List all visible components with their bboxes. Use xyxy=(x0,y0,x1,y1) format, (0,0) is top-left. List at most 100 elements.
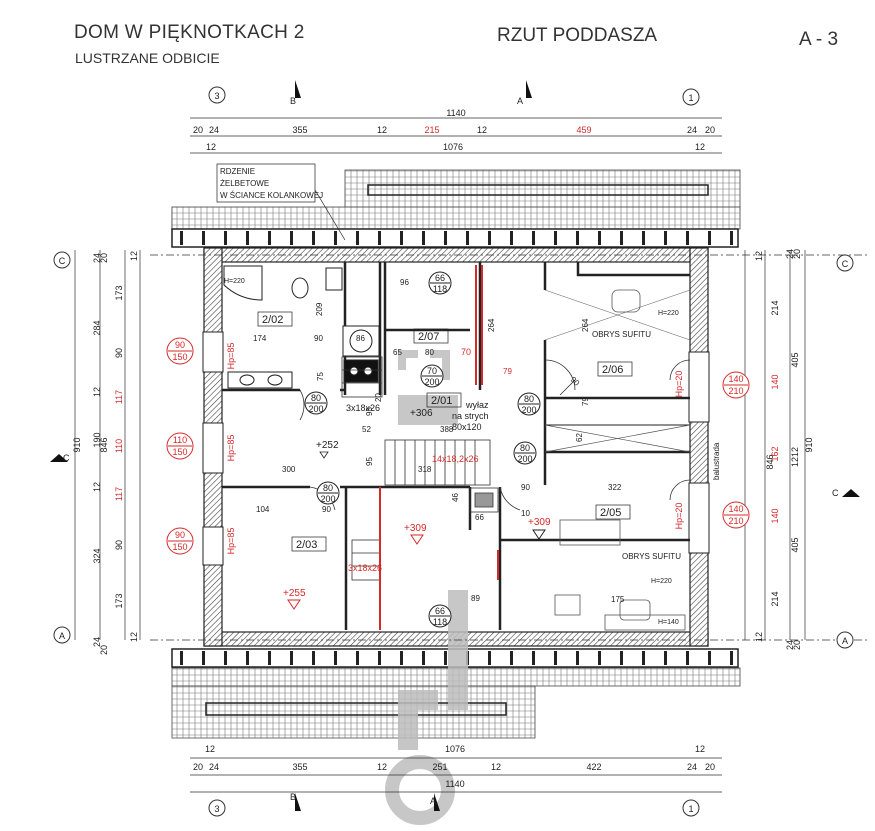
dim-right-20b: 20 xyxy=(792,640,802,650)
door-4-height: 200 xyxy=(521,405,536,415)
note-rdzenie-3: W ŚCIANCE KOLANKOWEJ xyxy=(220,191,323,200)
note-wylaz-1: wyłaz xyxy=(465,400,489,410)
dim-right-12c: 12 xyxy=(790,457,800,467)
dimension-lines xyxy=(74,117,870,793)
dim-322: 322 xyxy=(608,483,622,492)
dim-bottom-total: 1140 xyxy=(445,779,464,789)
dim-left-20a: 20 xyxy=(99,253,109,263)
dim-90-c: 90 xyxy=(569,375,582,388)
dim-left-20b: 20 xyxy=(99,645,109,655)
rafter xyxy=(312,231,315,245)
dim-95-a: 95 xyxy=(365,407,374,416)
dim-264-a: 264 xyxy=(487,318,496,332)
rafter xyxy=(180,231,183,245)
window-3-hp: Hp=85 xyxy=(226,528,236,555)
section-c-left: C xyxy=(63,453,70,463)
rafter xyxy=(620,651,623,665)
door-6-height: 200 xyxy=(320,494,335,504)
dim-top-24a: 24 xyxy=(209,125,219,135)
door-7-height: 118 xyxy=(433,617,447,627)
section-b-top: B xyxy=(290,96,296,106)
door-2-width: 70 xyxy=(427,366,437,376)
dim-bottom-24a: 24 xyxy=(209,762,219,772)
rafter xyxy=(664,651,667,665)
dim-bottom-12b: 12 xyxy=(491,762,501,772)
dim-bottom-inner: 1076 xyxy=(445,744,465,754)
rafter xyxy=(598,231,601,245)
door-6-width: 80 xyxy=(323,483,333,493)
note-stair-small: 3x18x26 xyxy=(346,403,380,413)
dim-20: 20 xyxy=(374,393,383,402)
rafter xyxy=(356,651,359,665)
door-1-width: 66 xyxy=(435,273,445,283)
dim-bottom-20b: 20 xyxy=(705,762,715,772)
dim-52: 52 xyxy=(362,425,371,434)
roof-covering xyxy=(171,169,741,739)
rafter xyxy=(180,651,183,665)
exterior-walls xyxy=(203,247,709,647)
rafter xyxy=(642,651,645,665)
note-rdzenie-2: ŻELBETOWE xyxy=(220,179,269,188)
room-2-05: 2/05 xyxy=(600,507,621,519)
dim-right-24b: 24 xyxy=(785,640,795,650)
door-2-height: 200 xyxy=(424,377,439,387)
dim-79: 79 xyxy=(581,397,590,406)
window-3-height: 150 xyxy=(172,542,187,552)
dim-left-110: 110 xyxy=(114,439,124,453)
dim-left-24b: 24 xyxy=(92,637,102,647)
dim-209: 209 xyxy=(315,302,324,316)
rafter xyxy=(224,651,227,665)
dim-top-20b: 20 xyxy=(705,125,715,135)
dim-left-12b: 12 xyxy=(92,387,102,397)
door-5-height: 200 xyxy=(517,454,532,464)
level-309-a: +309 xyxy=(404,523,427,534)
note-h220-r205: H=220 xyxy=(651,578,672,585)
dim-top-215: 215 xyxy=(424,125,439,135)
dim-bottom-355: 355 xyxy=(292,762,307,772)
room-2-01: 2/01 xyxy=(431,395,452,407)
dim-10: 10 xyxy=(521,509,530,518)
dim-90-d: 90 xyxy=(521,483,530,492)
axis-a-left: A xyxy=(59,631,65,641)
rafter xyxy=(532,231,535,245)
rafter xyxy=(444,231,447,245)
dim-left-117b: 117 xyxy=(114,487,124,501)
dim-right-910: 910 xyxy=(804,437,814,452)
dim-left-90a: 90 xyxy=(114,348,124,358)
drawing-title: DOM W PIĘKNOTKACH 2 xyxy=(74,22,305,43)
door-4-width: 80 xyxy=(524,394,534,404)
rafter xyxy=(620,231,623,245)
note-wylaz-3: 80x120 xyxy=(452,422,482,432)
note-stair-main: 14x18,2x26 xyxy=(432,454,479,464)
note-wylaz-2: na strych xyxy=(452,411,489,421)
rafter xyxy=(598,651,601,665)
dim-right-140b: 140 xyxy=(770,508,780,523)
dim-46: 46 xyxy=(451,493,460,502)
rafter xyxy=(554,651,557,665)
door-70-label: 70 xyxy=(461,347,471,357)
dim-left-173b: 173 xyxy=(114,593,124,608)
dim-bottom-422: 422 xyxy=(586,762,601,772)
dim-89: 89 xyxy=(471,594,480,603)
dim-bottom-20a: 20 xyxy=(193,762,203,772)
rafter xyxy=(378,651,381,665)
dim-bottom-12a: 12 xyxy=(377,762,387,772)
rafter xyxy=(246,231,249,245)
level-309-b: +309 xyxy=(528,517,551,528)
view-name: RZUT PODDASZA xyxy=(497,25,658,46)
dim-top-12d: 12 xyxy=(695,142,705,152)
dim-top-12a: 12 xyxy=(377,125,387,135)
rafter xyxy=(488,231,491,245)
dim-175: 175 xyxy=(611,595,625,604)
dim-right-405a: 405 xyxy=(790,352,800,367)
rafter xyxy=(730,231,733,245)
dim-75: 75 xyxy=(316,372,325,381)
window-1-hp: Hp=85 xyxy=(226,343,236,370)
axis-markers xyxy=(53,86,854,817)
dim-right-162: 162 xyxy=(770,446,780,461)
section-c-right: C xyxy=(832,488,839,498)
section-a-top: A xyxy=(517,96,523,106)
note-h140: H=140 xyxy=(658,619,679,626)
dim-right-24a: 24 xyxy=(785,249,795,259)
